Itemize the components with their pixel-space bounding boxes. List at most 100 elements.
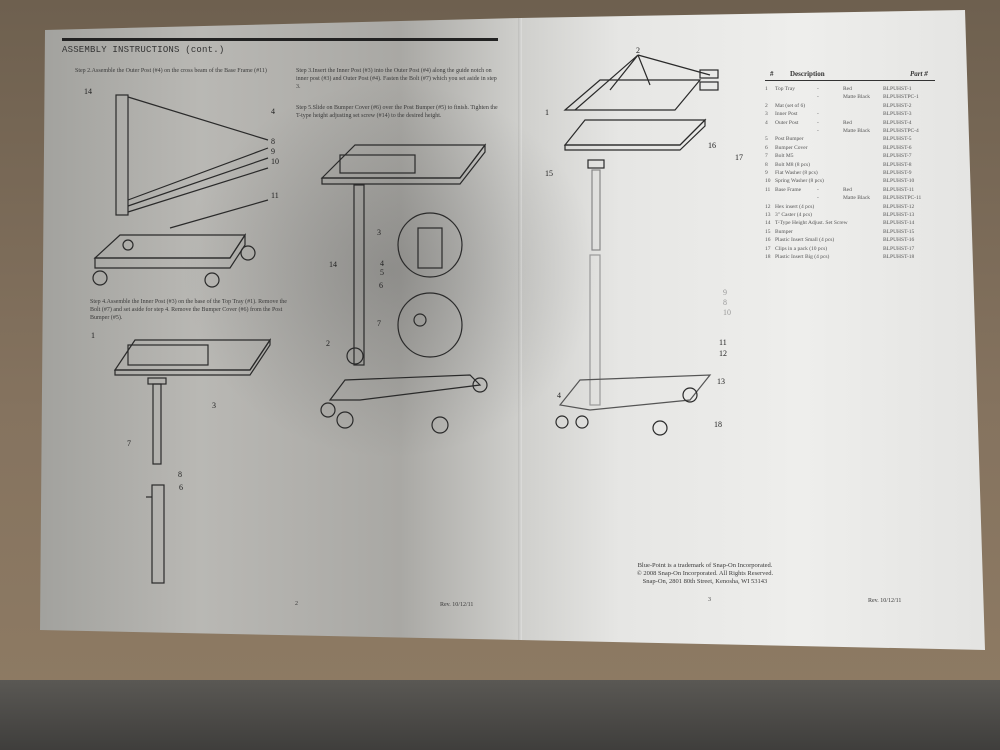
- step4-diagram: [113, 338, 272, 584]
- cell-part: BLPUHST-3: [883, 111, 912, 118]
- cell-part: BLPUHST-1: [883, 86, 912, 92]
- footer-address: Snap-On, 2801 80th Street, Kenosha, WI 5…: [642, 578, 768, 585]
- cell-part: BLPUHST-17: [883, 245, 915, 252]
- cell-color: Matte Black: [843, 128, 871, 134]
- callout-8: 8: [178, 470, 182, 479]
- callout-2: 2: [326, 339, 330, 348]
- cell-color: Red: [843, 186, 852, 193]
- cell-dash: -: [817, 119, 819, 126]
- cell-desc: Outer Post: [775, 119, 799, 126]
- cell-dash: -: [817, 111, 819, 118]
- cell-desc: Base Frame: [775, 186, 802, 193]
- cell-num: 16: [765, 237, 771, 244]
- cell-desc: Bolt M8 (8 pcs): [775, 161, 810, 168]
- cell-dash: -: [817, 94, 819, 101]
- callout-5: 5: [380, 268, 384, 277]
- cell-desc: Plastic Insert Small (4 pcs): [775, 237, 835, 244]
- callout-17: 17: [735, 153, 743, 162]
- cell-desc: Bumper Cover: [775, 144, 808, 151]
- cell-num: 7: [765, 153, 768, 160]
- step-4-text: Step 4.Assemble the Inner Post (#3) on t…: [90, 299, 287, 321]
- cell-num: 13: [765, 212, 771, 218]
- callout-3: 3: [377, 228, 381, 237]
- callout-11: 11: [719, 338, 727, 347]
- rev-right: Rev. 10/12/11: [868, 598, 902, 604]
- cell-color: Matte Black: [843, 195, 871, 202]
- cell-part: BLPUHST-10: [883, 178, 915, 185]
- cell-desc: Plastic Insert Big (4 pcs): [775, 254, 830, 260]
- cell-desc: Clips in a pack (10 pcs): [775, 245, 828, 252]
- step-5-text: Step 5.Slide on Bumper Cover (#6) over t…: [296, 105, 498, 119]
- exploded-diagram: [555, 54, 719, 436]
- col-header-num: #: [770, 70, 774, 78]
- parts-table-row: 13 3" Caster (4 pcs) BLPUHST-13: [765, 212, 935, 220]
- cell-num: 8: [765, 161, 768, 168]
- cell-desc: Bumper: [775, 228, 793, 235]
- cell-num: 4: [765, 119, 768, 126]
- cell-num: 12: [765, 203, 771, 210]
- cell-part: BLPUHST-13: [883, 212, 915, 218]
- footer-trademark: Blue-Point is a trademark of Snap-On Inc…: [637, 562, 773, 569]
- cell-num: 1: [765, 86, 768, 92]
- col-header-description: Description: [790, 70, 825, 78]
- parts-table-row: 9 Flat Washer (8 pcs) BLPUHST-9: [765, 170, 935, 178]
- callout-10: 10: [271, 157, 279, 166]
- cell-dash: -: [817, 186, 819, 193]
- step-2-text: Step 2.Assemble the Outer Post (#4) on t…: [75, 68, 267, 74]
- floor: [0, 680, 1000, 750]
- step-3-text: Step 3.Insert the Inner Post (#3) into t…: [296, 68, 497, 90]
- callout-12: 12: [719, 349, 727, 358]
- cell-desc: Post Bumper: [775, 136, 804, 143]
- callout-15: 15: [545, 169, 553, 178]
- parts-table-row: 16 Plastic Insert Small (4 pcs) BLPUHST-16: [765, 237, 935, 245]
- cell-part: BLPUHST-4: [883, 119, 912, 126]
- step2-diagram: [92, 94, 269, 288]
- rev-left: Rev. 10/12/11: [440, 602, 474, 608]
- cell-part: BLPUHST-6: [883, 144, 912, 151]
- cell-desc: 3" Caster (4 pcs): [775, 212, 812, 218]
- page-number-left: 2: [295, 601, 298, 607]
- cell-num: 14: [765, 220, 771, 227]
- callout-16: 16: [708, 141, 716, 150]
- col-header-part: Part #: [910, 70, 928, 78]
- cell-part: BLPUHST-14: [883, 220, 915, 227]
- cell-part: BLPUHST-5: [883, 136, 912, 143]
- parts-table-row: 17 Clips in a pack (10 pcs) BLPUHST-17: [765, 246, 935, 254]
- cell-part: BLPUHSTPC-4: [883, 128, 919, 134]
- cell-color: Red: [843, 86, 852, 92]
- cell-part: BLPUHST-16: [883, 237, 915, 244]
- callout-9: 9: [723, 288, 727, 297]
- cell-part: BLPUHST-15: [883, 228, 915, 235]
- cell-num: 11: [765, 186, 771, 193]
- callout-10: 10: [723, 308, 731, 317]
- cell-num: 3: [765, 111, 768, 118]
- cell-part: BLPUHSTPC-11: [883, 195, 922, 202]
- cell-desc: Flat Washer (8 pcs): [775, 170, 818, 176]
- callout-4: 4: [557, 391, 561, 400]
- callout-9: 9: [271, 147, 275, 156]
- footer-copyright: © 2008 Snap-On Incorporated. All Rights …: [636, 570, 774, 577]
- cell-dash: -: [817, 86, 819, 92]
- cell-num: 17: [765, 245, 771, 252]
- cell-color: Matte Black: [843, 94, 871, 101]
- callout-7: 7: [377, 319, 381, 328]
- callout-4: 4: [380, 259, 384, 268]
- cell-num: 9: [765, 170, 768, 176]
- cell-part: BLPUHST-2: [883, 102, 912, 109]
- cell-part: BLPUHST-9: [883, 170, 912, 176]
- page-number-right: 3: [708, 597, 711, 603]
